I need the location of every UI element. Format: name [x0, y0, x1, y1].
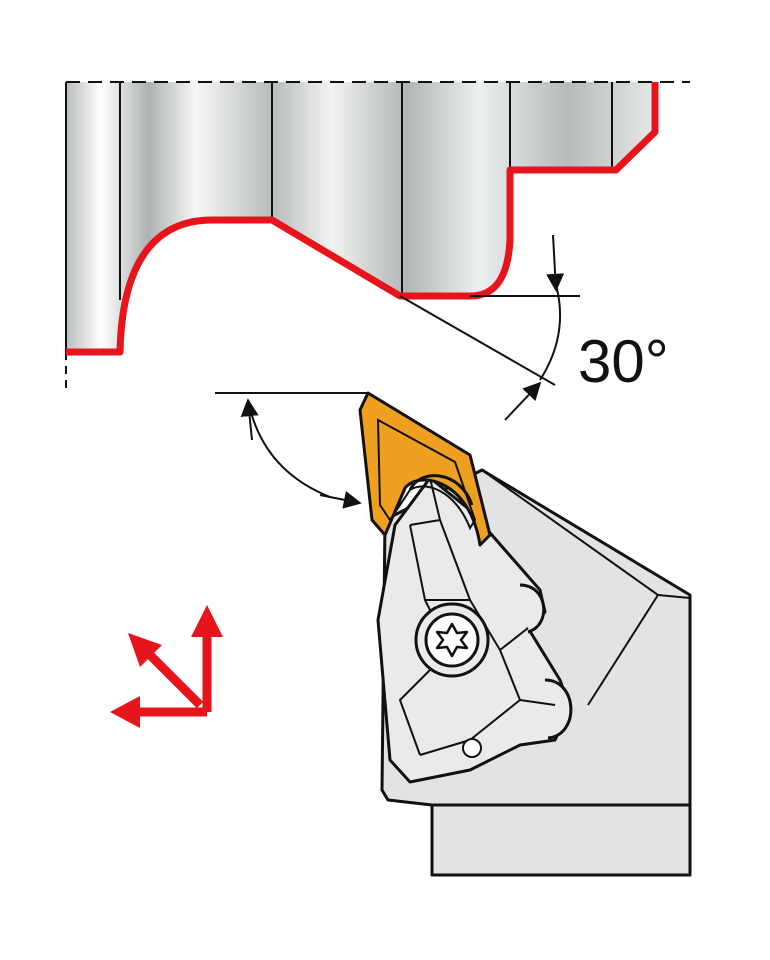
holder-shank: [430, 803, 692, 877]
torx-screw-icon: [414, 602, 490, 678]
feed-direction-arrows-icon: [110, 605, 223, 728]
angle-arrow-bottom: [504, 381, 542, 421]
workpiece-body: [66, 82, 655, 352]
lead-angle-dimension: [215, 392, 368, 509]
workpiece-grooves: [65, 82, 613, 352]
clamp-lobe-lower: [544, 678, 573, 740]
lead-angle-arrow-top: [240, 398, 259, 441]
holder-chamfer-line: [587, 594, 659, 706]
cutting-insert: [358, 391, 492, 547]
clamp-facet-4: [409, 519, 556, 706]
angle-label: 30°: [578, 328, 669, 395]
angle-arc: [539, 274, 562, 381]
clamp-facet-3: [419, 649, 521, 756]
machined-profile: [66, 82, 659, 356]
angle-dimension: 30°: [399, 234, 669, 421]
clamp-lobe-upper: [519, 583, 546, 634]
angle-arrow-top: [546, 234, 565, 292]
dimension-extension-line: [399, 295, 556, 386]
insert-screw-seat: [408, 474, 474, 506]
lead-angle-arc: [247, 399, 331, 498]
lead-angle-arrow-right: [319, 490, 362, 509]
clamp-pin: [462, 738, 482, 758]
workpiece: [65, 81, 690, 392]
